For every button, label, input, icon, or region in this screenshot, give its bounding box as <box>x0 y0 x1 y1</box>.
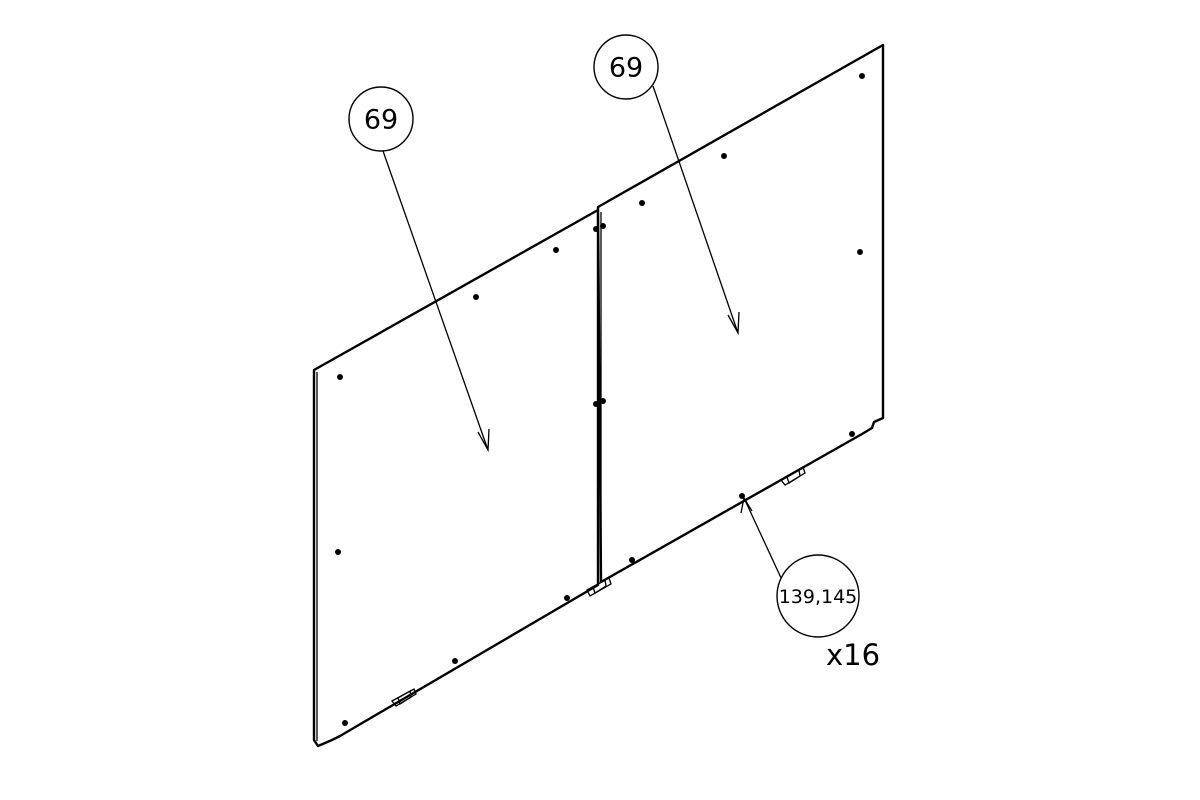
mounting-hole <box>849 431 855 437</box>
right-panel <box>596 43 885 584</box>
center-joint <box>586 223 612 597</box>
callout-label-left: 69 <box>364 105 398 136</box>
mounting-hole <box>335 549 341 555</box>
callout-balloon-fastener: 139,145 <box>776 554 860 638</box>
mounting-hole <box>337 374 343 380</box>
callout-label-fastener: 139,145 <box>779 586 858 608</box>
hinge-bracket <box>586 577 612 597</box>
mounting-hole <box>553 247 559 253</box>
mounting-hole <box>639 200 645 206</box>
mounting-hole <box>857 249 863 255</box>
leader-lines <box>382 85 783 581</box>
joint-hole <box>593 401 599 407</box>
leader-line-right <box>652 85 739 334</box>
callout-balloon-right: 69 <box>593 34 659 100</box>
mounting-hole <box>473 294 479 300</box>
quantity-label: x16 <box>826 638 880 672</box>
hinge-bracket <box>780 466 806 486</box>
mounting-hole <box>342 720 348 726</box>
callout-label-right: 69 <box>609 53 643 84</box>
mounting-hole <box>564 595 570 601</box>
joint-hole <box>600 398 606 404</box>
joint-hole <box>593 226 599 232</box>
callout-balloon-left: 69 <box>348 86 414 152</box>
leader-line-fastener <box>743 497 783 581</box>
mounting-hole <box>859 73 865 79</box>
leader-line-left <box>382 150 489 451</box>
joint-hole <box>600 223 606 229</box>
left-panel <box>312 208 600 748</box>
mounting-hole <box>721 153 727 159</box>
mounting-hole <box>629 557 635 563</box>
hinge-bracket <box>391 688 417 707</box>
mounting-hole <box>452 658 458 664</box>
